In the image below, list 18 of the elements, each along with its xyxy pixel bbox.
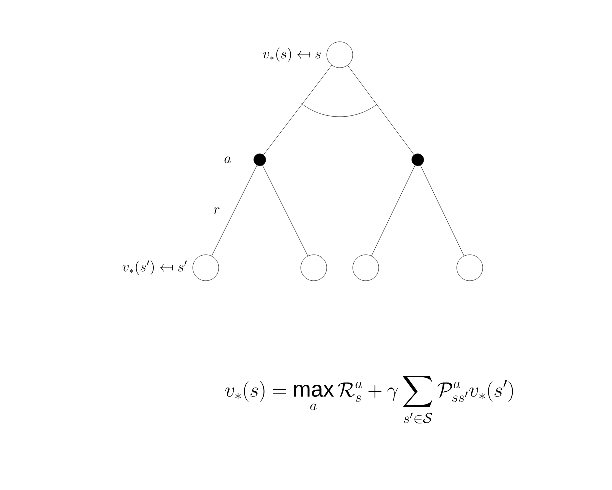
state-circle <box>192 254 220 282</box>
action-dot <box>254 154 266 166</box>
edge-line <box>348 65 414 156</box>
edge-label: $r$ <box>214 208 220 214</box>
edge-line <box>212 165 258 256</box>
edge-line <box>264 65 332 156</box>
edge-line <box>262 165 308 256</box>
edge-line <box>420 165 464 256</box>
bellman-equation: $v_*(s) = \max_a \mathcal{R}^a_s + \gamma \sum_{s' \in \mathcal{S}} \mathcal{P}^a_{ss'} v_*(s')$ <box>226 376 514 424</box>
state-circle <box>456 254 484 282</box>
action-dot <box>412 154 424 166</box>
state-circle <box>300 254 328 282</box>
node-label: $a$ <box>224 156 232 164</box>
state-circle <box>352 254 380 282</box>
node-label: $v_*(s) \mathrel{\reflectbox{$\mapsto$}} s$ <box>263 48 321 62</box>
state-circle <box>326 42 354 68</box>
edge-line <box>372 165 416 256</box>
node-label: $v_*(s') \mathrel{\reflectbox{$\mapsto$}} s'$ <box>122 260 187 276</box>
